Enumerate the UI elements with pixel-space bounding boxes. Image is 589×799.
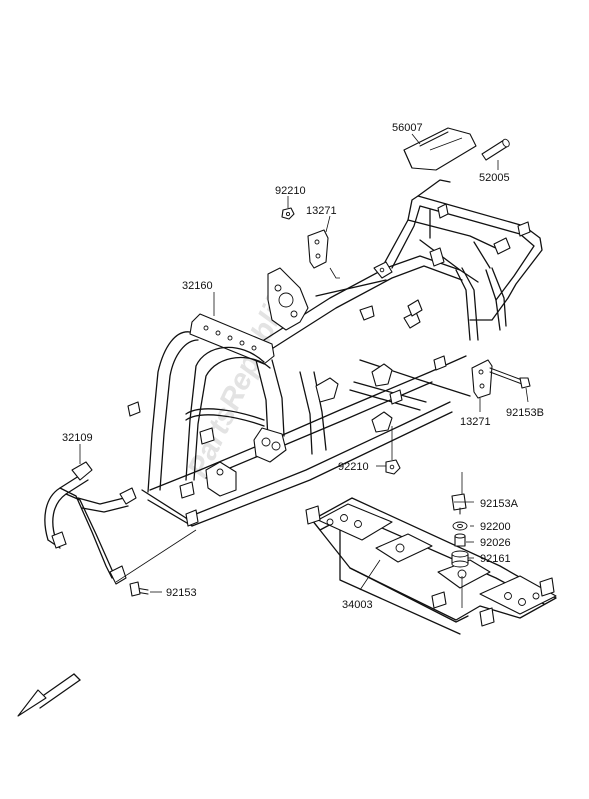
part-13271-bracket-right xyxy=(471,359,493,399)
part-34003-skid-frame xyxy=(305,497,557,635)
part-52005-pin xyxy=(481,138,510,161)
label-92153A: 92153A xyxy=(480,498,519,510)
front-direction-arrow-icon xyxy=(17,673,81,717)
label-92210-mid: 92210 xyxy=(338,461,369,473)
part-92153B-bolt xyxy=(489,367,531,389)
part-13271-bracket-top xyxy=(307,229,329,269)
label-92161: 92161 xyxy=(480,553,511,565)
label-13271-right: 13271 xyxy=(460,416,491,428)
label-34003: 34003 xyxy=(342,599,373,611)
label-32160: 32160 xyxy=(182,280,213,292)
part-92153A-bolt xyxy=(451,493,467,515)
part-92210-nut-mid xyxy=(385,426,401,475)
label-92200: 92200 xyxy=(480,521,511,533)
label-92153B: 92153B xyxy=(506,407,544,419)
part-92200-washer xyxy=(452,521,468,531)
part-32109-front-bumper xyxy=(44,461,197,585)
part-56007-cushion xyxy=(403,127,477,171)
part-92153-bolt xyxy=(129,581,149,597)
part-92161-damper xyxy=(451,550,469,568)
label-92210-top: 92210 xyxy=(275,185,306,197)
part-92210-nut-top xyxy=(281,207,295,220)
label-13271-top: 13271 xyxy=(306,205,337,217)
label-56007: 56007 xyxy=(392,122,423,134)
label-92026: 92026 xyxy=(480,537,511,549)
label-52005: 52005 xyxy=(479,172,510,184)
part-92026-collar xyxy=(454,533,466,547)
part-32160-main-frame xyxy=(127,179,543,527)
leader-lines xyxy=(79,133,529,608)
label-32109: 32109 xyxy=(62,432,93,444)
label-92153: 92153 xyxy=(166,587,197,599)
